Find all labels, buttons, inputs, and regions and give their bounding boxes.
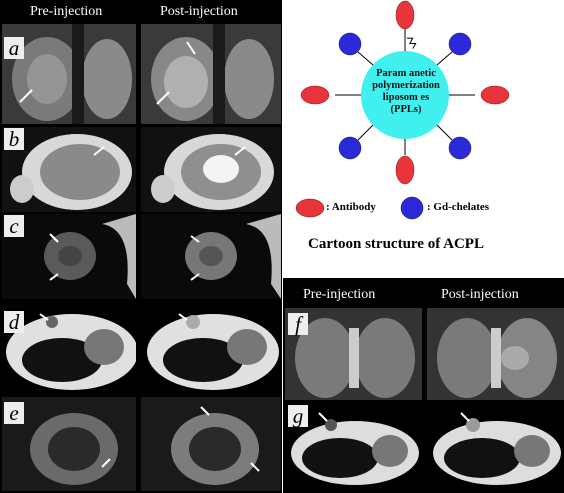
cartoon-caption: Cartoon structure of ACPL [308,236,484,252]
mri-a-post [141,24,281,124]
left-header-pre: Pre-injection [30,4,103,19]
panel-label-d: d [4,311,24,333]
mri-e-post [141,397,281,491]
mri-a-pre [2,24,136,124]
core-line: Param anetic [376,68,436,79]
acpl-cartoon [295,0,510,220]
mri-e-pre [2,397,136,491]
antibody-icon [395,0,415,30]
panel-label-f: f [288,313,308,335]
gd-chelate-icon [338,136,362,160]
mri-b-pre [2,127,136,212]
panel-label-g: g [288,405,308,427]
gd-chelate-icon [448,136,472,160]
core-line: (PPLs) [390,104,422,115]
core-line: liposom es [382,92,430,103]
right-header-pre: Pre-injection [303,287,376,302]
ppl-core [361,51,449,139]
right-header-post: Post-injection [441,287,519,302]
linker [406,37,417,49]
mri-c-post [141,214,281,299]
legend-antibody-label: : Antibody [326,201,376,213]
panel-label-a: a [4,37,24,59]
panel-label-e: e [4,402,24,424]
antibody-icon [480,85,510,105]
panel-label-b: b [4,128,24,150]
mri-c-pre [2,214,136,299]
mri-f-post [427,308,564,400]
gd-chelate-icon [448,32,472,56]
mri-g-pre [285,403,422,491]
mri-d-pre [2,302,136,394]
legend-antibody-icon [295,198,325,218]
legend-gd-label: : Gd-chelates [427,201,490,213]
gd-chelate-icon [338,32,362,56]
left-header-post: Post-injection [160,4,238,19]
mri-g-post [427,403,564,491]
legend-gd-icon [400,196,424,220]
ppl-core-label: Param anetic polymerization liposom es (… [361,68,451,116]
antibody-icon [395,155,415,185]
mri-b-post [141,127,281,212]
antibody-icon [300,85,330,105]
mri-d-post [141,302,281,394]
panel-label-c: c [4,215,24,237]
core-line: polymerization [372,80,440,91]
